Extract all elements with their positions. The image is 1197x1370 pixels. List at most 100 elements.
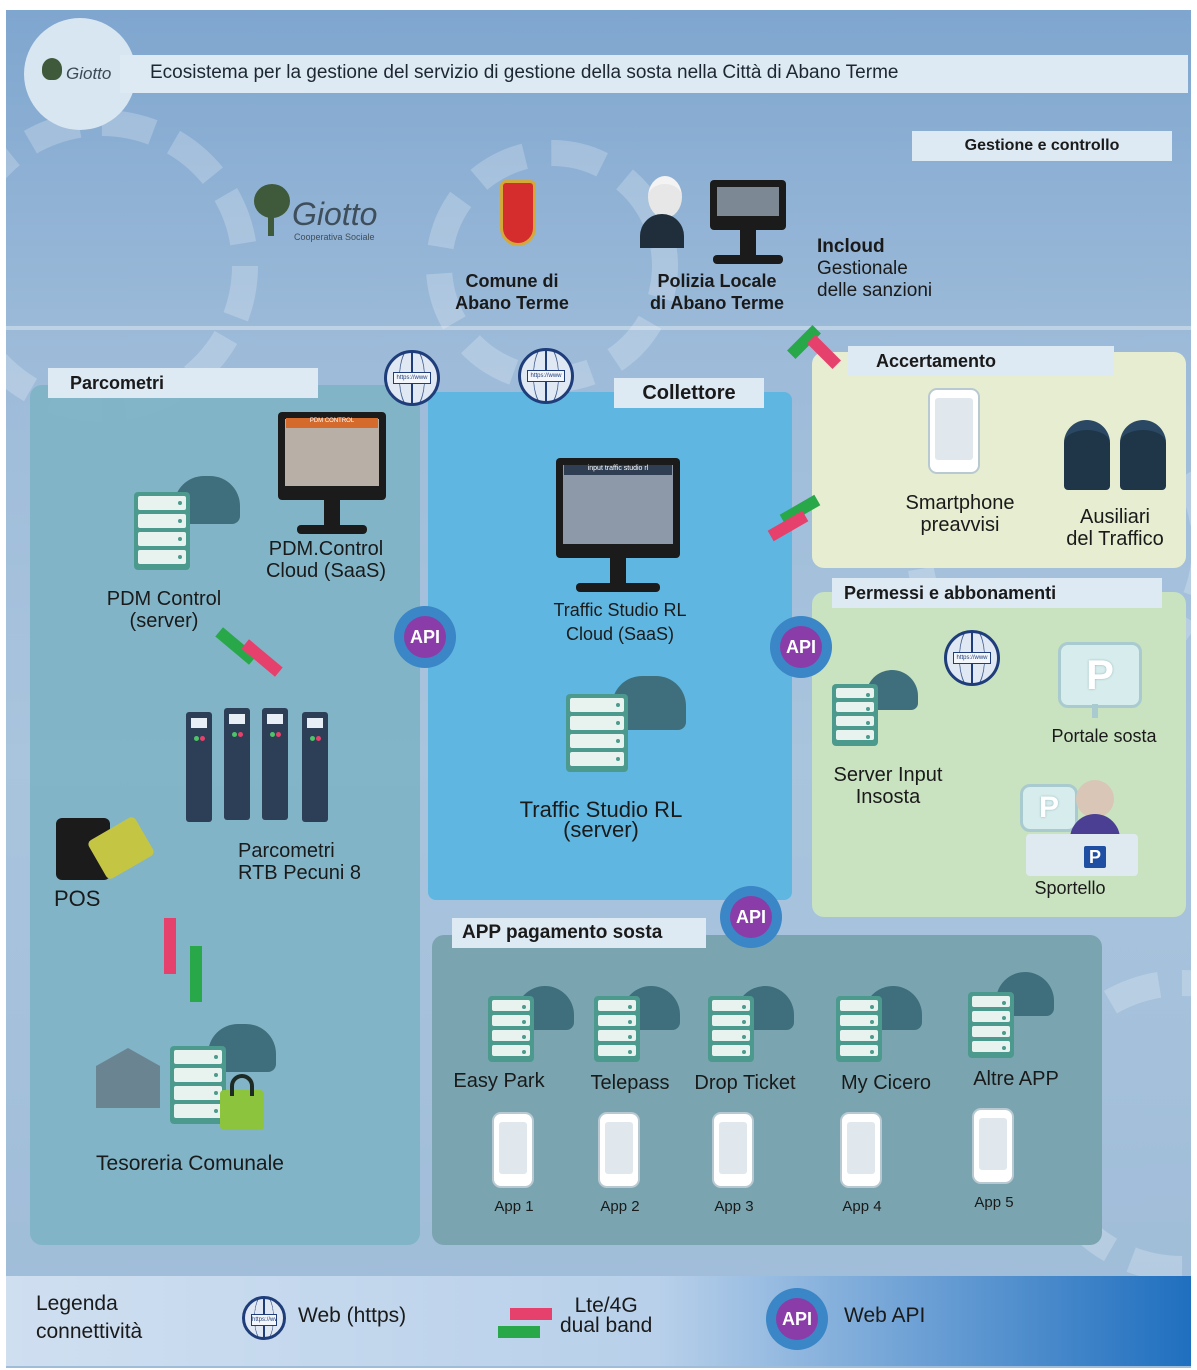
ausiliari-label: Ausiliari del Traffico bbox=[1048, 506, 1182, 550]
globe-tag: https://www bbox=[527, 370, 565, 382]
app-provider-label: Drop Ticket bbox=[694, 1072, 796, 1094]
polizia-label-line2: di Abano Terme bbox=[649, 293, 784, 313]
sportello-label: Sportello bbox=[1034, 878, 1106, 898]
parking-meter-icon bbox=[302, 712, 328, 822]
tab-gestione-controllo: Gestione e controllo bbox=[912, 131, 1172, 161]
server-insosta-line1: Server Input bbox=[833, 764, 943, 786]
coat-of-arms-icon bbox=[500, 180, 536, 246]
server-icon bbox=[594, 996, 640, 1062]
app-phone-icon bbox=[712, 1112, 754, 1188]
globe-tag: https://www bbox=[953, 652, 991, 664]
tesoreria-label: Tesoreria Comunale bbox=[96, 1152, 284, 1175]
legend-band bbox=[6, 1276, 1191, 1366]
traffic-cloud-line2: Cloud (SaaS) bbox=[565, 624, 675, 644]
app-phone-icon bbox=[492, 1112, 534, 1188]
traffic-cloud-line1: Traffic Studio RL bbox=[553, 600, 687, 620]
tab-collettore: Collettore bbox=[614, 378, 764, 408]
tree-icon bbox=[42, 58, 62, 80]
smartphone-line1: Smartphone bbox=[905, 492, 1015, 514]
app-provider-label: My Cicero bbox=[840, 1072, 931, 1094]
tab-permessi-label: Permessi e abbonamenti bbox=[844, 583, 1057, 603]
incloud-label: Incloud Gestionale delle sanzioni bbox=[817, 236, 932, 302]
parking-sign-icon: P bbox=[1084, 846, 1106, 868]
parcometri-line2: RTB Pecuni 8 bbox=[238, 862, 362, 884]
incloud-line2: delle sanzioni bbox=[817, 280, 933, 301]
server-insosta-line2: Insosta bbox=[855, 786, 921, 808]
api-icon: API bbox=[394, 606, 456, 668]
app-phone-icon bbox=[598, 1112, 640, 1188]
portale-stand bbox=[1092, 704, 1098, 718]
server-icon bbox=[832, 684, 878, 746]
comune-label: Comune di Abano Terme bbox=[444, 270, 580, 314]
traffic-warden-icon bbox=[1120, 420, 1166, 490]
incloud-title: Incloud bbox=[817, 236, 885, 257]
police-officer-icon bbox=[648, 176, 682, 218]
server-icon bbox=[566, 694, 628, 772]
server-icon bbox=[836, 996, 882, 1062]
tab-app-pagamento: APP pagamento sosta bbox=[452, 918, 706, 948]
app-provider-label: Altre APP bbox=[973, 1068, 1059, 1090]
legend-title-line1: Legenda bbox=[36, 1292, 118, 1315]
globe-tag: https://www bbox=[393, 372, 431, 384]
tab-parcometri-label: Parcometri bbox=[70, 373, 165, 393]
traffic-server-line2: (server) bbox=[563, 817, 639, 842]
server-icon bbox=[170, 1046, 226, 1124]
sportello-sign-icon: P bbox=[1020, 784, 1078, 832]
traffic-cloud-label: Traffic Studio RL Cloud (SaaS) bbox=[530, 598, 710, 646]
pos-label: POS bbox=[54, 886, 101, 911]
server-icon bbox=[488, 996, 534, 1062]
app-label: App 2 bbox=[600, 1198, 640, 1215]
parcometri-label: Parcometri RTB Pecuni 8 bbox=[222, 840, 382, 884]
giotto-logo-subtitle: Cooperativa Sociale bbox=[294, 232, 375, 242]
app-provider-label: Easy Park bbox=[453, 1070, 545, 1092]
api-icon: API bbox=[720, 886, 782, 948]
app-label: App 1 bbox=[494, 1198, 534, 1215]
globe-tag: https://www bbox=[251, 1314, 277, 1326]
server-icon bbox=[134, 492, 190, 570]
lock-shackle bbox=[230, 1074, 254, 1096]
legend-title-line2: connettività bbox=[36, 1320, 143, 1343]
app-label: App 4 bbox=[842, 1198, 882, 1215]
lte-arrow-icon bbox=[190, 946, 202, 1002]
giotto-logo-text: Giotto bbox=[292, 196, 378, 232]
traffic-server-line1: Traffic Studio RL bbox=[519, 797, 683, 822]
incloud-line1: Gestionale bbox=[817, 258, 908, 279]
web-globe-icon: https://www bbox=[944, 630, 1000, 686]
header-divider bbox=[6, 326, 1191, 330]
ausiliari-line2: del Traffico bbox=[1066, 528, 1164, 550]
server-insosta-label: Server Input Insosta bbox=[816, 764, 960, 808]
pdm-cloud-line1: PDM.Control bbox=[268, 538, 384, 560]
traffic-warden-icon bbox=[1064, 420, 1110, 490]
pdm-cloud-line2: Cloud (SaaS) bbox=[265, 560, 387, 582]
comune-label-line1: Comune di bbox=[465, 271, 559, 291]
lte-arrow-icon bbox=[164, 918, 176, 974]
smartphone-line2: preavvisi bbox=[920, 514, 1000, 536]
portale-sosta-label: Portale sosta bbox=[1051, 726, 1157, 746]
title-band bbox=[120, 55, 1188, 93]
police-officer-body bbox=[640, 214, 684, 248]
app-provider-label: Telepass bbox=[590, 1072, 670, 1094]
sportello-desk bbox=[1026, 834, 1138, 876]
web-globe-icon: https://www bbox=[242, 1296, 286, 1340]
polizia-label: Polizia Locale di Abano Terme bbox=[632, 270, 802, 314]
app-label: App 5 bbox=[974, 1194, 1014, 1211]
pdm-server-label: PDM Control (server) bbox=[86, 588, 242, 632]
traffic-server-label: Traffic Studio RL (server) bbox=[506, 797, 696, 842]
parking-meter-icon bbox=[186, 712, 212, 822]
tab-accertamento: Accertamento bbox=[848, 346, 1114, 376]
header-logo-text: Giotto bbox=[66, 64, 112, 83]
tab-permessi: Permessi e abbonamenti bbox=[832, 578, 1162, 608]
app-phone-icon bbox=[840, 1112, 882, 1188]
tree-icon bbox=[254, 184, 290, 218]
parcometri-line1: Parcometri bbox=[238, 840, 335, 862]
smartphone-label: Smartphone preavvisi bbox=[890, 492, 1030, 536]
comune-label-line2: Abano Terme bbox=[455, 293, 569, 313]
monitor-icon bbox=[710, 180, 786, 264]
app-label: App 3 bbox=[714, 1198, 754, 1215]
smartphone-icon bbox=[928, 388, 980, 474]
legend-lte-label: Lte/4G dual band bbox=[560, 1295, 652, 1336]
lte-arrow-icon bbox=[498, 1326, 540, 1338]
app-phone-icon bbox=[972, 1108, 1014, 1184]
legend-web-label: Web (https) bbox=[298, 1304, 407, 1327]
api-label: API bbox=[776, 1298, 818, 1340]
